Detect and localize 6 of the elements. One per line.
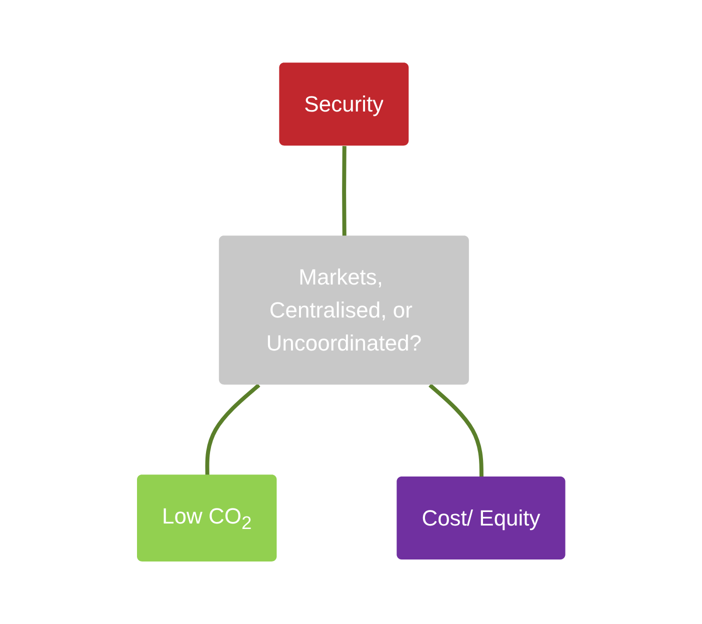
connector bbox=[205, 384, 260, 476]
connector bbox=[342, 146, 346, 236]
node-box: Security bbox=[279, 62, 408, 146]
node-box: Low CO$_{2}$ bbox=[136, 474, 277, 562]
connector bbox=[428, 384, 484, 478]
node-box: Cost/ Equity bbox=[396, 476, 566, 560]
